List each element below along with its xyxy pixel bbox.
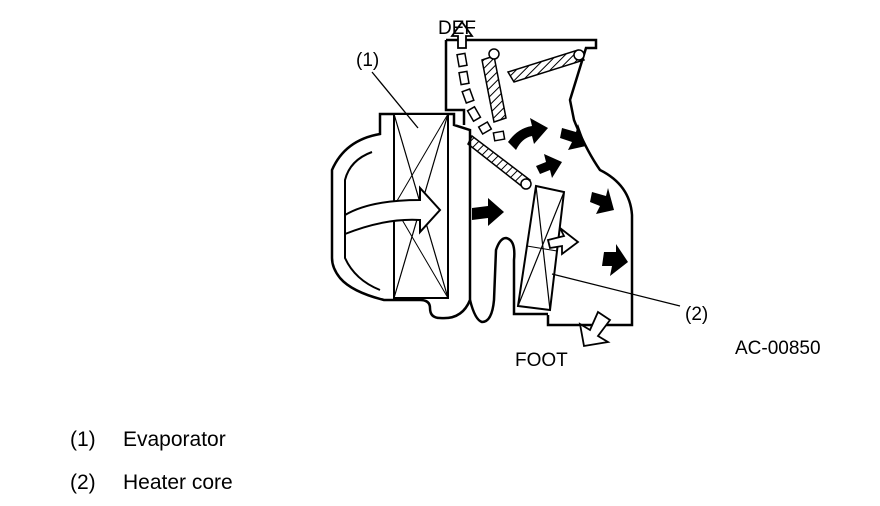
airflow-arrows-solid bbox=[472, 118, 628, 276]
legend-item-1-number: (1) bbox=[70, 428, 96, 451]
callout-2-label: (2) bbox=[685, 304, 708, 325]
def-door-pivot bbox=[488, 48, 500, 60]
foot-label: FOOT bbox=[515, 350, 568, 371]
evaporator-fin-b bbox=[393, 205, 449, 299]
foot-outlet-arrow bbox=[578, 310, 612, 348]
legend-item-2: (2) Heater core bbox=[70, 471, 233, 495]
intake-airflow-arrow bbox=[344, 185, 442, 236]
callout-1-leader bbox=[371, 71, 419, 129]
hvac-housing-outline bbox=[330, 112, 472, 320]
heater-core-cross-a bbox=[535, 185, 551, 311]
legend-item-1-text: Evaporator bbox=[123, 428, 226, 451]
heater-core-fin bbox=[526, 245, 558, 252]
def-label: DEF bbox=[438, 18, 476, 39]
center-divider bbox=[468, 236, 548, 324]
def-outlet-arrow bbox=[450, 20, 474, 49]
air-mix-door-pivot bbox=[520, 178, 532, 190]
hvac-airflow-diagram: DEF FOOT (1) (2) AC-00850 bbox=[330, 18, 821, 371]
def-duct-dashes bbox=[456, 52, 506, 142]
legend-item-2-number: (2) bbox=[70, 471, 96, 494]
vent-door bbox=[506, 49, 586, 83]
heater-core-cross-b bbox=[517, 191, 565, 307]
vent-door-pivot bbox=[573, 49, 585, 61]
def-door bbox=[481, 55, 507, 123]
figure-code: AC-00850 bbox=[735, 338, 821, 359]
callout-2-leader bbox=[551, 273, 681, 307]
evaporator-fin-a bbox=[393, 113, 449, 207]
heater-airflow-arrow bbox=[546, 227, 580, 256]
legend-item-1: (1) Evaporator bbox=[70, 428, 226, 452]
legend-item-2-text: Heater core bbox=[123, 471, 233, 494]
air-mix-door bbox=[467, 134, 532, 190]
callout-1-label: (1) bbox=[356, 50, 379, 71]
upper-housing-outline bbox=[444, 38, 634, 327]
